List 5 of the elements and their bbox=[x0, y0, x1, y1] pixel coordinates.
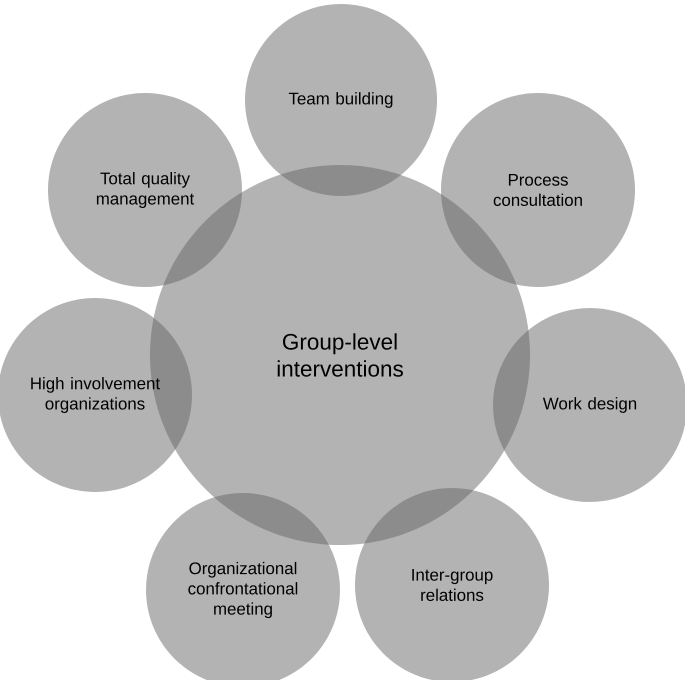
node-label: Work design bbox=[542, 397, 636, 413]
node-label: Organizational confrontational meeting bbox=[188, 562, 298, 618]
node-label: Group-level interventions bbox=[278, 333, 403, 377]
node-label: Team building bbox=[288, 92, 392, 108]
node-label: Inter-group relations bbox=[412, 569, 493, 601]
